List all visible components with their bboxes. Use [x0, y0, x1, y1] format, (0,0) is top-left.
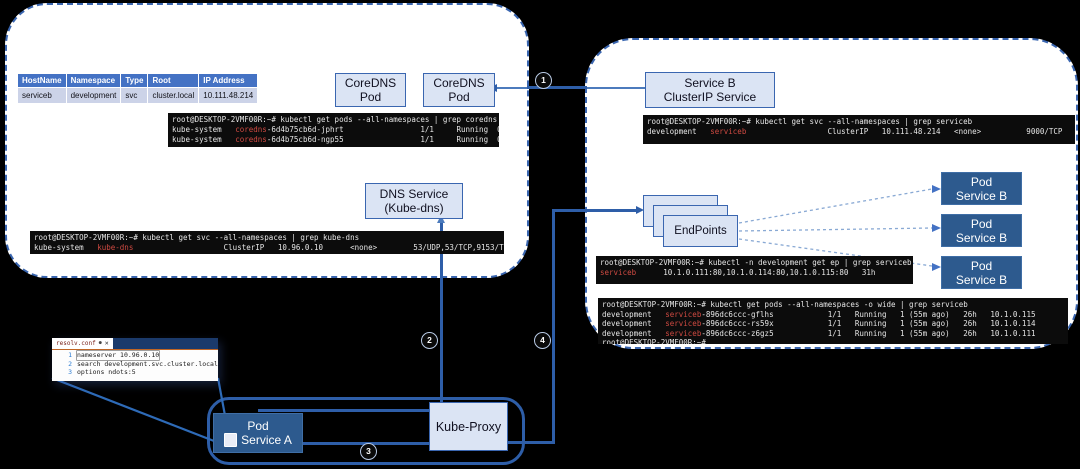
editor-tab-label: resolv.conf: [56, 340, 96, 347]
pod-b1-label-1: Pod: [970, 174, 993, 189]
arrowhead-dns-service: [437, 215, 445, 223]
dns-service-box: DNS Service (Kube-dns): [365, 183, 463, 219]
modified-dot-icon: ●: [98, 340, 102, 346]
coredns-pod-2-box: CoreDNS Pod: [423, 73, 495, 107]
pod-service-b-2-box: Pod Service B: [941, 214, 1022, 247]
pod-b2-label-1: Pod: [970, 216, 993, 231]
endpoints-line-bottom: [508, 441, 554, 444]
pod-service-b-3-box: Pod Service B: [941, 256, 1022, 289]
coredns-pod-1-box: CoreDNS Pod: [335, 73, 406, 107]
kubeproxy-to-dns-line: [440, 222, 443, 404]
pod-service-a-box: Pod Service A: [213, 413, 303, 453]
pod-b3-label-2: Service B: [955, 272, 1008, 287]
table-cell: cluster.local: [147, 87, 200, 104]
table-cell: svc: [120, 87, 149, 104]
coredns-pod-1-label-1: CoreDNS: [344, 76, 397, 90]
terminal-serviceb-svc: root@DESKTOP-2VMF00R:~# kubectl get svc …: [643, 115, 1075, 144]
serviceb-to-coredns-line-segment: [527, 86, 587, 89]
arrowhead-endpoints: [636, 206, 644, 214]
pod-b1-label-2: Service B: [955, 188, 1008, 203]
editor-tab-resolv-conf[interactable]: resolv.conf ● ✕: [52, 338, 113, 349]
dns-service-label-2: (Kube-dns): [384, 201, 444, 215]
pod-b3-label-1: Pod: [970, 258, 993, 273]
table-header: HostName: [17, 73, 67, 88]
kube-proxy-label: Kube-Proxy: [435, 419, 502, 434]
editor-tab-bar: resolv.conf ● ✕: [52, 338, 218, 349]
step-2-badge: 2: [421, 332, 438, 349]
table-header: Root: [147, 73, 200, 88]
table-header: Namespace: [65, 73, 122, 88]
service-b-label-1: Service B: [684, 76, 736, 90]
table-header: IP Address: [198, 73, 259, 88]
table-cell: serviceb: [17, 87, 67, 104]
terminal-serviceb-endpoints: root@DESKTOP-2VMF00R:~# kubectl -n devel…: [596, 256, 913, 284]
pod-b2-label-2: Service B: [955, 230, 1008, 245]
poda-to-kubeproxy-upper-line: [258, 409, 430, 412]
coredns-pod-2-label-1: CoreDNS: [433, 76, 485, 90]
table-cell: 10.111.48.214: [198, 87, 259, 104]
resolv-callout-line-left: [51, 376, 215, 443]
endpoints-box: EndPoints: [663, 215, 738, 247]
table-cell: development: [65, 87, 122, 104]
endpoints-line-top: [554, 209, 636, 212]
step-1-badge: 1: [535, 72, 552, 89]
kube-proxy-box: Kube-Proxy: [429, 402, 508, 451]
terminal-kube-dns-svc: root@DESKTOP-2VMF00R:~# kubectl get svc …: [30, 231, 504, 254]
pod-service-b-1-box: Pod Service B: [941, 172, 1022, 205]
step-3-badge: 3: [360, 443, 377, 460]
dns-service-label-1: DNS Service: [379, 187, 449, 201]
coredns-pod-2-label-2: Pod: [448, 90, 470, 104]
pod-a-label-1: Pod: [247, 419, 269, 433]
step-4-badge: 4: [534, 332, 551, 349]
kubeproxy-to-endpoints-line: [552, 209, 555, 444]
pod-a-label-2: Service A: [241, 433, 292, 447]
terminal-serviceb-pods-wide: root@DESKTOP-2VMF00R:~# kubectl get pods…: [598, 298, 1068, 344]
terminal-coredns-pods: root@DESKTOP-2VMF00R:~# kubectl get pods…: [168, 113, 499, 147]
close-icon[interactable]: ✕: [104, 339, 109, 347]
service-b-label-2: ClusterIP Service: [663, 90, 757, 104]
service-b-clusterip-box: Service B ClusterIP Service: [645, 72, 775, 108]
table-header: Type: [120, 73, 149, 88]
coredns-pod-1-label-2: Pod: [359, 90, 382, 104]
file-icon: [224, 433, 238, 447]
endpoints-label: EndPoints: [674, 225, 727, 237]
